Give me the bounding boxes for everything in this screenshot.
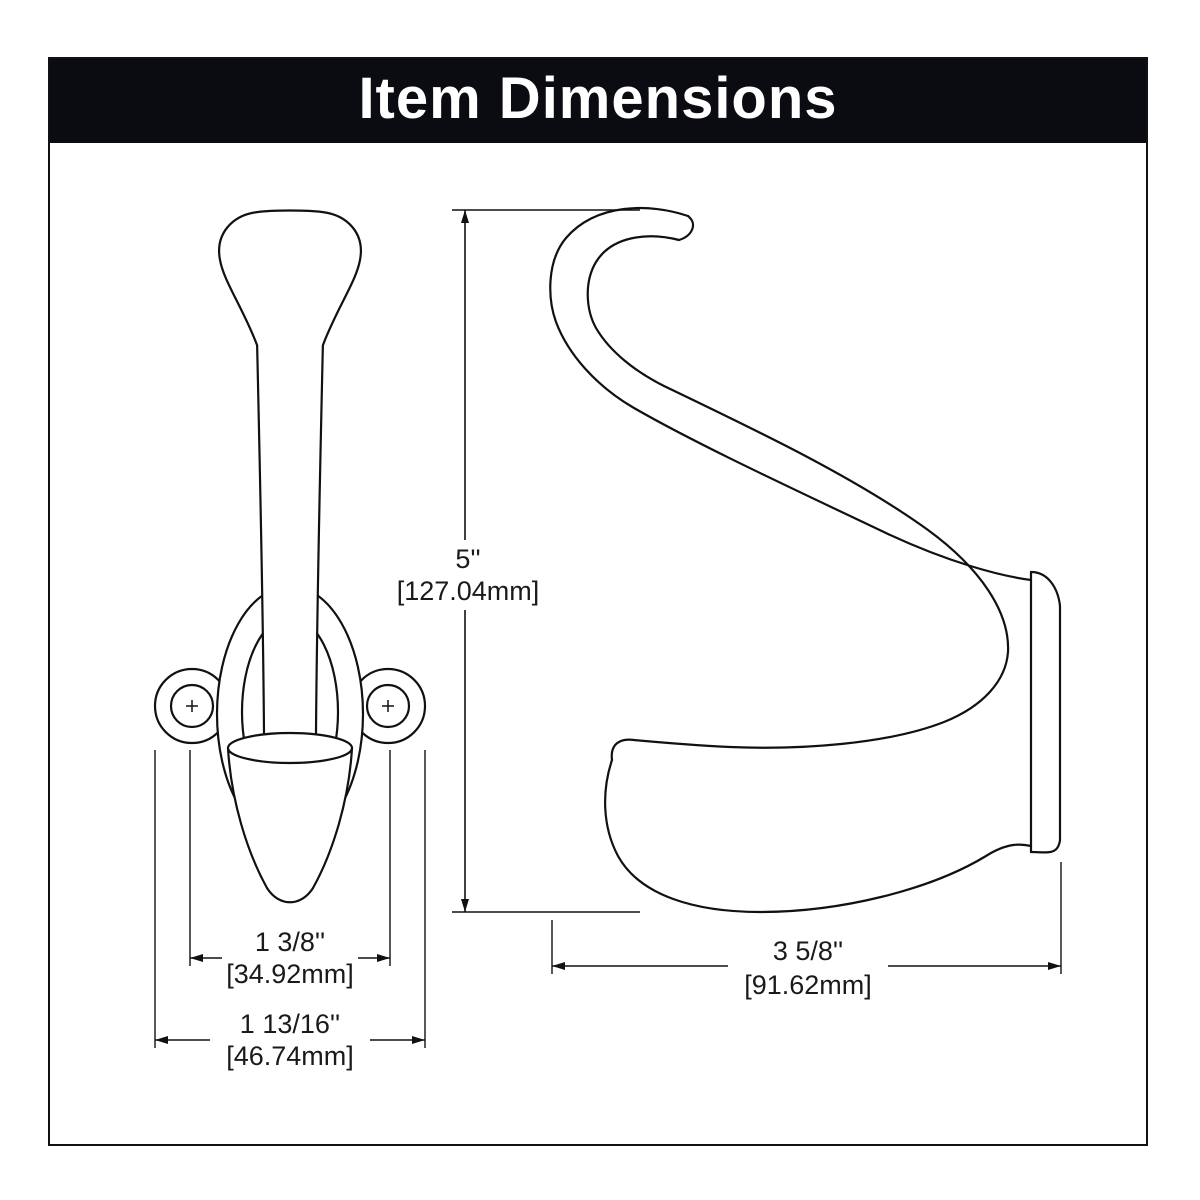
outer-width-inches-label: 1 13/16'' — [240, 1009, 340, 1039]
height-mm-label: [127.04mm] — [397, 576, 540, 606]
dimension-front-inner-width: 1 3/8'' [34.92mm] — [189, 750, 391, 992]
dimension-front-outer-width: 1 13/16'' [46.74mm] — [154, 750, 426, 1074]
label-background — [222, 928, 358, 992]
depth-mm-label: [91.62mm] — [744, 970, 872, 1000]
cup-rim-ellipse — [226, 731, 354, 765]
label-background — [402, 540, 534, 610]
plate-profile-outline — [1029, 570, 1062, 854]
page-title: Item Dimensions — [358, 66, 838, 131]
hook-outer-contour — [549, 207, 1033, 582]
inner-width-mm-label: [34.92mm] — [226, 959, 354, 989]
cup-tip-outline — [226, 747, 354, 904]
front-view-drawing — [153, 209, 427, 904]
side-view-drawing — [549, 207, 1062, 914]
dimension-height: 5'' [127.04mm] — [397, 209, 640, 913]
height-inches-label: 5'' — [455, 544, 480, 574]
depth-inches-label: 3 5/8'' — [773, 936, 843, 966]
stem-body-fill — [257, 340, 323, 733]
bell-top-fill — [219, 210, 361, 345]
label-background — [728, 936, 888, 1004]
header-bar: Item Dimensions — [50, 59, 1146, 143]
stem-right-line — [314, 338, 325, 735]
dimension-depth: 3 5/8'' [91.62mm] — [551, 862, 1062, 1004]
left-screw-drive-mark — [186, 700, 198, 712]
hook-bowl-contour — [604, 758, 1033, 914]
left-screw-icon — [169, 683, 215, 729]
hook-inner-contour — [586, 235, 1010, 749]
right-screw-icon — [365, 683, 411, 729]
right-screw-drive-mark — [382, 700, 394, 712]
hook-lower-tip — [610, 738, 636, 762]
outer-width-mm-label: [46.74mm] — [226, 1041, 354, 1071]
inner-width-inches-label: 1 3/8'' — [255, 927, 325, 957]
stem-left-line — [255, 338, 266, 735]
label-background — [210, 1010, 370, 1074]
hook-top-tip — [677, 214, 695, 242]
bell-top-outline — [218, 209, 362, 347]
